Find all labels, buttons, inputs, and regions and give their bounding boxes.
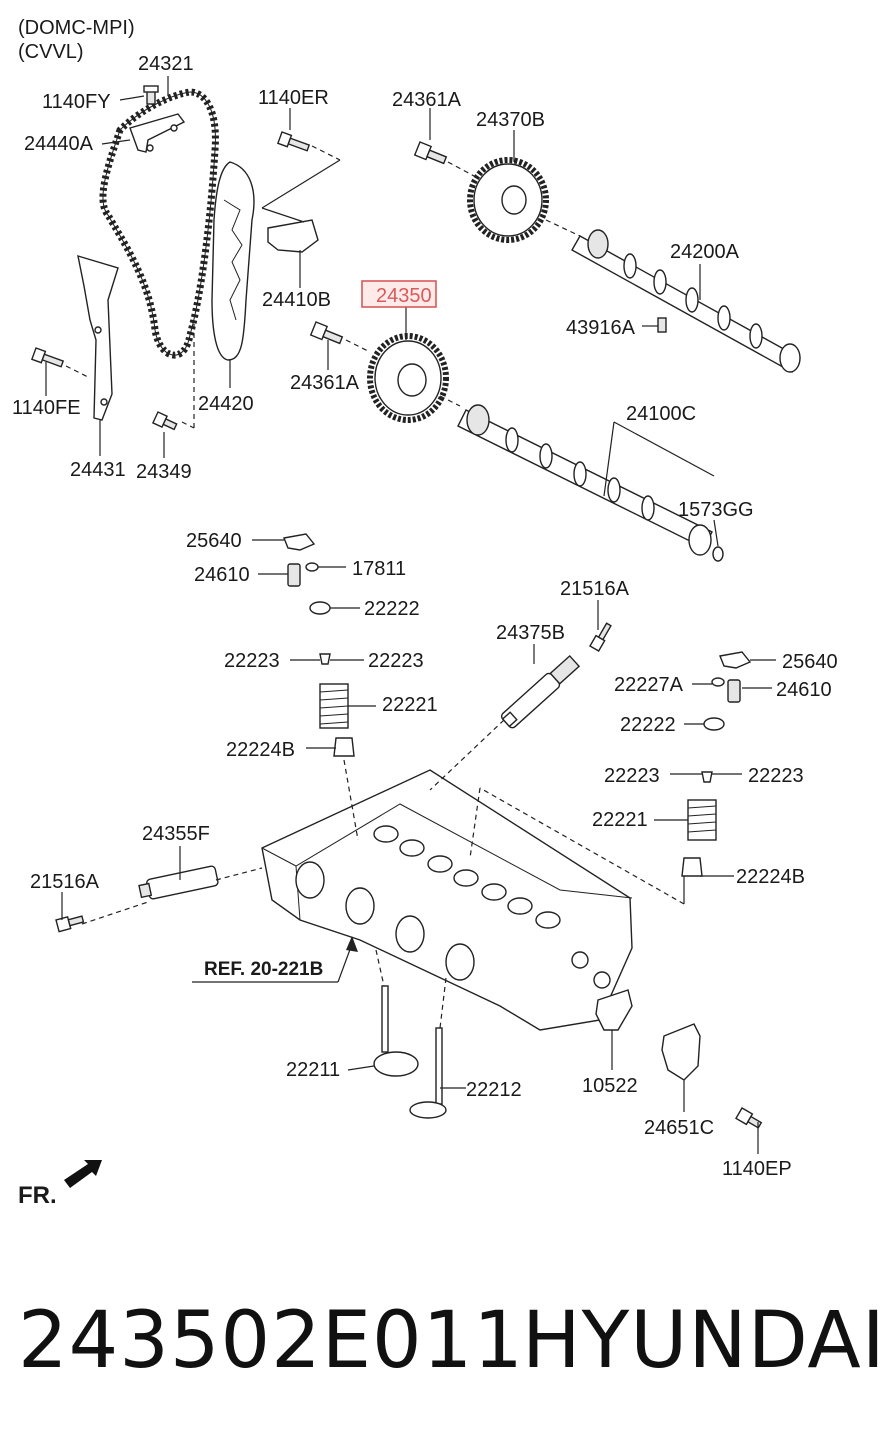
label-24350: 24350 bbox=[376, 285, 432, 307]
front-arrow-icon bbox=[64, 1160, 102, 1188]
brand-name: HYUNDAI bbox=[522, 1296, 886, 1386]
gasket bbox=[595, 989, 633, 1031]
cover bbox=[661, 1023, 701, 1081]
valve-keeper-right bbox=[701, 771, 713, 783]
spring-seat-left bbox=[309, 601, 331, 615]
bolt-24349 bbox=[151, 411, 178, 431]
label-1140er: 1140ER bbox=[258, 87, 329, 109]
lash-adjuster-right bbox=[727, 679, 741, 703]
camshaft-intake bbox=[457, 404, 713, 556]
cylinder-head bbox=[261, 769, 633, 1031]
bolt-21516a-upper bbox=[589, 622, 612, 652]
variant-label: (CVVL) bbox=[18, 41, 84, 63]
intake-valve bbox=[373, 985, 419, 1077]
camshaft-exhaust bbox=[571, 229, 801, 373]
label-22222-right: 22222 bbox=[620, 714, 676, 736]
label-25640-right: 25640 bbox=[782, 651, 838, 673]
label-24610-left: 24610 bbox=[194, 564, 250, 586]
spring-seat-right bbox=[703, 717, 725, 731]
bolt-1140ep bbox=[735, 1107, 763, 1129]
dowel-pin bbox=[657, 317, 667, 333]
label-22224b-left: 22224B bbox=[226, 739, 295, 761]
label-24651c: 24651C bbox=[644, 1117, 714, 1139]
rocker-arm-right bbox=[719, 651, 752, 669]
valve-stem-seal-right bbox=[681, 857, 703, 877]
label-10522: 10522 bbox=[582, 1075, 638, 1097]
label-1140ep: 1140EP bbox=[722, 1158, 792, 1180]
retainer-cap bbox=[305, 562, 319, 572]
chain-guide-fixed bbox=[77, 254, 119, 421]
label-22223-left-b: 22223 bbox=[368, 650, 424, 672]
label-22223-left-a: 22223 bbox=[224, 650, 280, 672]
label-1140fe: 1140FE bbox=[12, 397, 81, 419]
highlight-box-24350 bbox=[361, 280, 437, 308]
label-22223-right-a: 22223 bbox=[604, 765, 660, 787]
engine-type-label: (DOMC-MPI) bbox=[18, 17, 135, 39]
timing-chain bbox=[99, 88, 219, 359]
reference-label: REF. 20-221B bbox=[204, 959, 323, 980]
oil-control-valve-upper bbox=[500, 654, 581, 729]
label-24321: 24321 bbox=[138, 53, 194, 75]
label-24431: 24431 bbox=[70, 459, 126, 481]
label-43916a: 43916A bbox=[566, 317, 636, 339]
exhaust-valve bbox=[409, 1027, 447, 1119]
label-1140fy: 1140FY bbox=[42, 91, 111, 113]
label-24440a: 24440A bbox=[24, 133, 94, 155]
valve-spring-right bbox=[687, 799, 717, 841]
label-24375b: 24375B bbox=[496, 622, 565, 644]
label-25640-left: 25640 bbox=[186, 530, 242, 552]
front-label: FR. bbox=[18, 1182, 57, 1209]
label-21516a-upper: 21516A bbox=[560, 578, 630, 600]
tensioner bbox=[267, 219, 319, 253]
label-24420: 24420 bbox=[198, 393, 254, 415]
label-24349: 24349 bbox=[136, 461, 192, 483]
label-22211: 22211 bbox=[286, 1059, 340, 1081]
retaining-ring bbox=[712, 546, 724, 562]
label-22222-left: 22222 bbox=[364, 598, 420, 620]
valve-stem-seal-left bbox=[333, 737, 355, 757]
bolt-1140fy bbox=[143, 85, 159, 105]
bolt-21516a-lower bbox=[55, 915, 85, 933]
label-21516a-lower: 21516A bbox=[30, 871, 100, 893]
valve-spring-left bbox=[319, 683, 349, 729]
label-22223-right-b: 22223 bbox=[748, 765, 804, 787]
label-22224b-right: 22224B bbox=[736, 866, 805, 888]
label-22212: 22212 bbox=[466, 1079, 522, 1101]
bolt-1140er bbox=[276, 131, 311, 152]
label-24410b: 24410B bbox=[262, 289, 331, 311]
valve-keeper-left bbox=[319, 653, 331, 665]
cvvl-sprocket-exhaust bbox=[467, 157, 549, 243]
label-24370b: 24370B bbox=[476, 109, 545, 131]
label-24355f: 24355F bbox=[142, 823, 210, 845]
label-17811: 17811 bbox=[352, 558, 406, 580]
label-22227a: 22227A bbox=[614, 674, 684, 696]
label-1573gg: 1573GG bbox=[678, 499, 754, 521]
bolt-24361a-upper bbox=[413, 141, 448, 165]
rocker-arm-left bbox=[283, 533, 316, 551]
label-24200a: 24200A bbox=[670, 241, 740, 263]
oil-control-valve-lower bbox=[138, 865, 219, 900]
cap-22227a bbox=[711, 677, 725, 687]
cvvl-sprocket-intake bbox=[367, 333, 449, 423]
label-22221-left: 22221 bbox=[382, 694, 438, 716]
label-24361a-lower: 24361A bbox=[290, 372, 360, 394]
bolt-1140fe bbox=[30, 347, 65, 368]
label-24361a-upper: 24361A bbox=[392, 89, 462, 111]
label-22221-right: 22221 bbox=[592, 809, 648, 831]
label-24610-right: 24610 bbox=[776, 679, 832, 701]
bolt-24361a-lower bbox=[309, 321, 344, 345]
chain-guide bbox=[129, 113, 186, 153]
lash-adjuster-left bbox=[287, 563, 301, 587]
leader-lines bbox=[45, 76, 776, 1154]
part-number: 243502E011 bbox=[18, 1296, 524, 1386]
label-24100c: 24100C bbox=[626, 403, 696, 425]
